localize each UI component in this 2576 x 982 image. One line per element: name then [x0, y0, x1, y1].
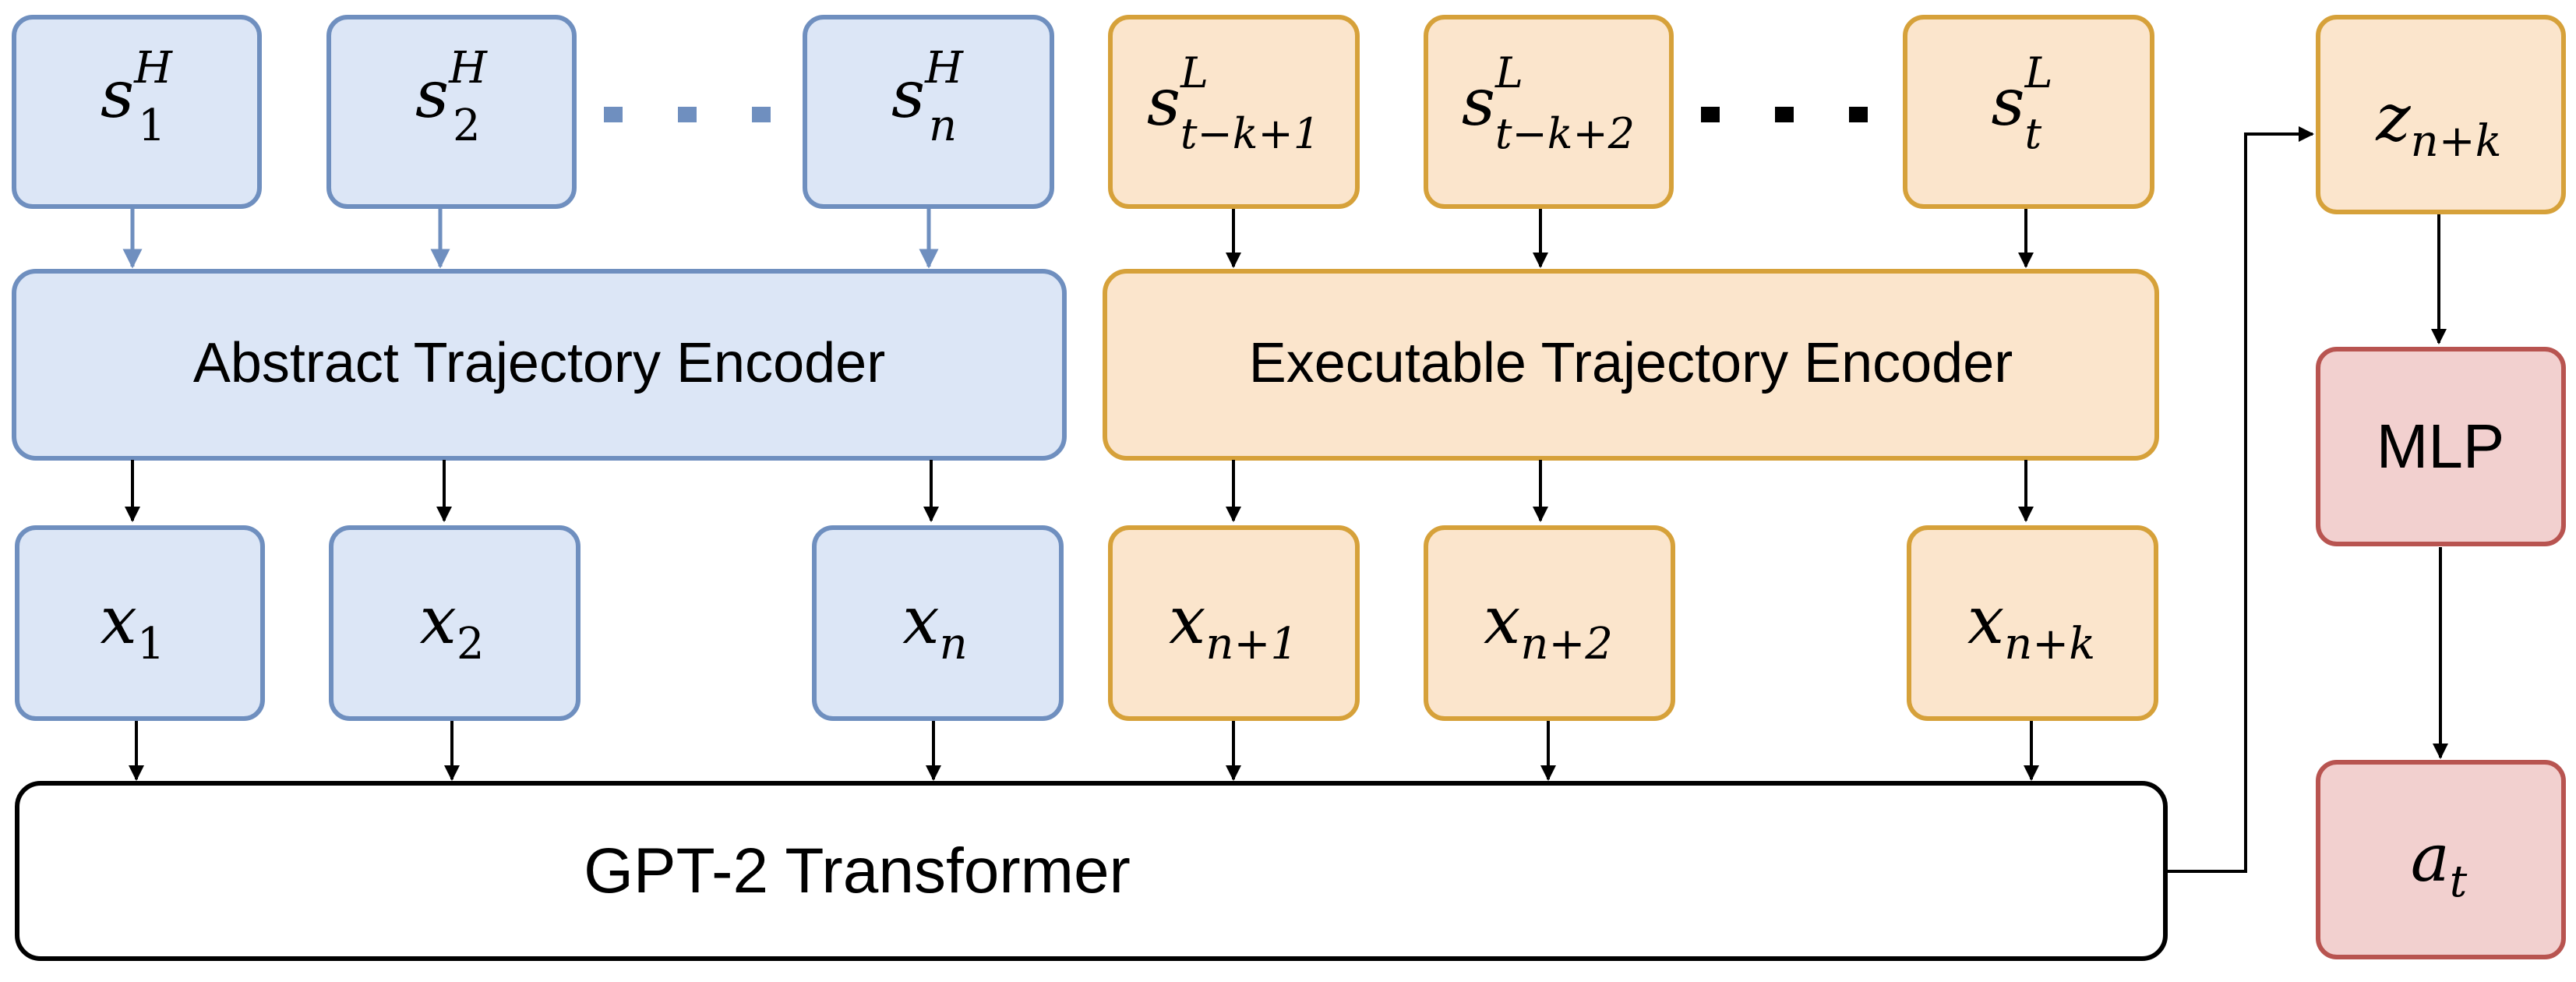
svg-text:sLt−k+1: sLt−k+1	[1147, 48, 1320, 158]
svg-text:sHn: sHn	[891, 43, 964, 151]
svg-text:GPT-2 Transformer: GPT-2 Transformer	[584, 835, 1131, 906]
token-x-n-plus-1: xn+1	[1108, 525, 1360, 721]
svg-text:sLt: sLt	[1992, 48, 2053, 158]
svg-text:xn+1: xn+1	[1169, 582, 1298, 669]
token-x1: x1	[15, 525, 265, 721]
svg-text:sH1: sH1	[101, 43, 173, 151]
latent-z: zn+k	[2316, 15, 2566, 214]
svg-text:xn+k: xn+k	[1967, 582, 2095, 669]
svg-text:x2: x2	[419, 582, 484, 669]
transformer-to-latent-arrow	[2168, 126, 2314, 873]
token-to-transformer-arrows	[129, 721, 2039, 781]
svg-text:zn+k: zn+k	[2375, 79, 2501, 167]
svg-text:xn+2: xn+2	[1484, 582, 1613, 669]
svg-text:at: at	[2411, 820, 2468, 907]
token-x-n-plus-2: xn+2	[1424, 525, 1675, 721]
state-to-encoder-arrows	[122, 209, 2034, 269]
svg-text:MLP: MLP	[2377, 412, 2505, 481]
action-at: at	[2316, 760, 2566, 959]
svg-text:Executable Trajectory Encoder: Executable Trajectory Encoder	[1249, 332, 2013, 394]
abstract-ellipsis	[604, 107, 771, 122]
svg-text:xn: xn	[902, 582, 967, 669]
abstract-trajectory-encoder: Abstract Trajectory Encoder	[12, 269, 1067, 461]
token-x2: x2	[329, 525, 580, 721]
executable-ellipsis	[1701, 107, 1868, 122]
svg-text:sLt−k+2: sLt−k+2	[1462, 48, 1635, 158]
svg-text:sH2: sH2	[415, 43, 488, 151]
mlp-block: MLP	[2316, 347, 2566, 546]
token-xn: xn	[812, 525, 1064, 721]
executable-trajectory-encoder: Executable Trajectory Encoder	[1103, 269, 2159, 461]
gpt2-transformer: GPT-2 Transformer	[15, 781, 2168, 961]
encoder-to-token-arrows	[125, 460, 2034, 522]
token-x-n-plus-k: xn+k	[1907, 525, 2158, 721]
svg-text:Abstract Trajectory Encoder: Abstract Trajectory Encoder	[193, 332, 885, 394]
svg-text:x1: x1	[100, 582, 164, 669]
